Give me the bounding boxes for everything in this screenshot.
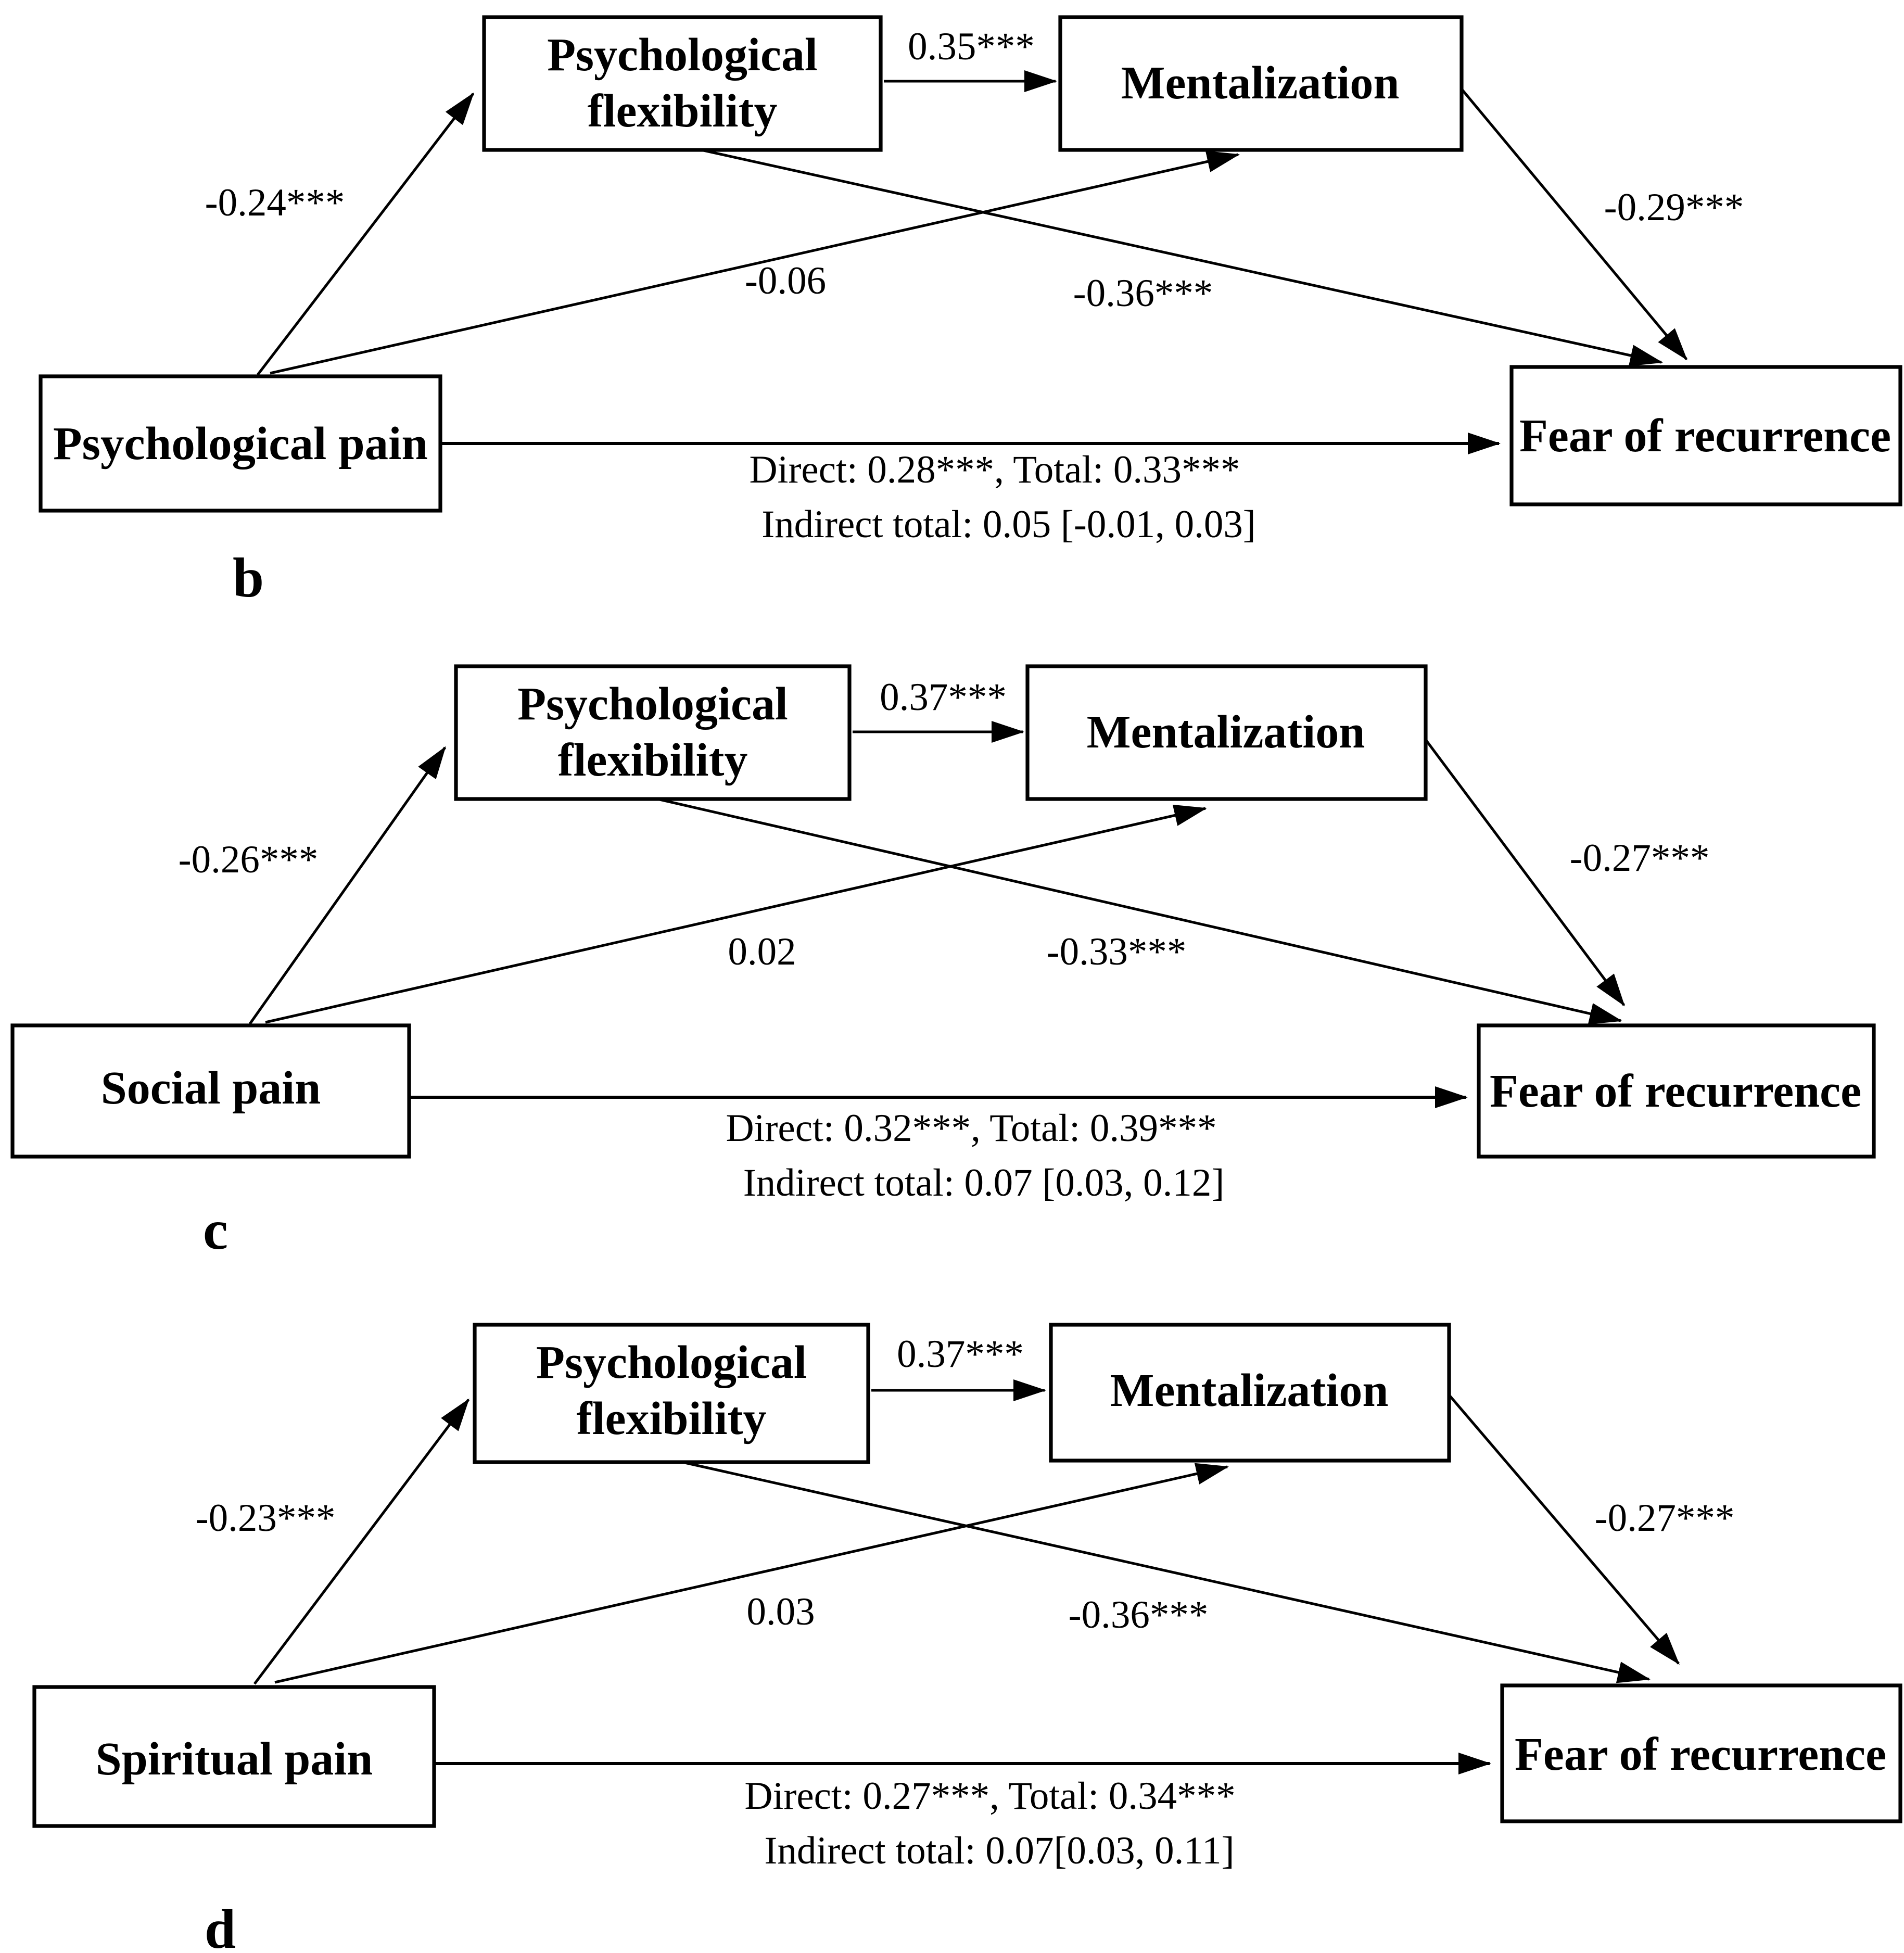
arrow-predictor-to-mediator1: [253, 1398, 470, 1685]
arrow-predictor-to-mediator2: [270, 150, 1240, 375]
coef-mediator1-to-mediator2: 0.37***: [880, 676, 1007, 719]
predictor-label: Psychological pain: [53, 418, 428, 470]
coef-predictor-to-mediator1: -0.24***: [205, 181, 345, 224]
mediator1-label-line2: flexibility: [588, 85, 778, 137]
panel-letter: b: [233, 547, 264, 609]
indirect-total-text: Indirect total: 0.05 [-0.01, 0.03]: [761, 503, 1256, 546]
coef-predictor-to-mediator2: -0.06: [745, 259, 826, 302]
indirect-total-text: Indirect total: 0.07[0.03, 0.11]: [764, 1829, 1234, 1872]
coef-predictor-to-mediator2: 0.03: [746, 1590, 815, 1633]
arrow-mediator1-to-outcome: [682, 1461, 1651, 1683]
arrow-predictor-to-mediator2: [274, 1463, 1229, 1684]
panel-b: Psychological flexibility Mentalization …: [39, 15, 1902, 609]
panel-c: Psychological flexibility Mentalization …: [10, 664, 1876, 1261]
arrow-predictor-to-mediator1: [248, 746, 447, 1025]
arrow-predictor-to-mediator2: [265, 804, 1207, 1024]
direct-total-text: Direct: 0.28***, Total: 0.33***: [749, 448, 1240, 491]
coef-mediator2-to-outcome: -0.27***: [1595, 1497, 1735, 1540]
outcome-label: Fear of recurrence: [1490, 1066, 1861, 1117]
mediator1-box: [473, 1323, 870, 1464]
mediator1-label-line2: flexibility: [577, 1393, 767, 1444]
coef-predictor-to-mediator2: 0.02: [728, 930, 796, 973]
coef-mediator1-to-outcome: -0.36***: [1073, 272, 1213, 315]
direct-total-text: Direct: 0.32***, Total: 0.39***: [726, 1107, 1216, 1150]
mediator2-box: [1058, 15, 1464, 152]
predictor-box: [39, 374, 442, 513]
mediator2-label: Mentalization: [1121, 57, 1400, 109]
arrow-mediator2-to-outcome: [1448, 1394, 1680, 1665]
coef-mediator1-to-outcome: -0.33***: [1047, 930, 1187, 973]
mediator1-label-line2: flexibility: [558, 734, 748, 786]
arrow-mediator2-to-outcome: [1461, 88, 1687, 361]
mediator1-label-line1: Psychological: [517, 678, 788, 730]
mediator1-label-line1: Psychological: [547, 29, 818, 81]
coef-mediator1-to-mediator2: 0.37***: [897, 1333, 1024, 1376]
panel-letter: c: [203, 1199, 228, 1261]
arrow-mediator2-to-outcome: [1424, 739, 1626, 1007]
coef-mediator2-to-outcome: -0.27***: [1570, 836, 1710, 880]
mediator1-box: [454, 664, 852, 801]
predictor-label: Spiritual pain: [96, 1733, 373, 1785]
predictor-label: Social pain: [101, 1062, 321, 1114]
predictor-box: [32, 1685, 436, 1828]
outcome-label: Fear of recurrence: [1515, 1729, 1886, 1780]
mediator1-box: [482, 15, 883, 152]
coef-mediator1-to-mediator2: 0.35***: [908, 25, 1035, 68]
indirect-total-text: Indirect total: 0.07 [0.03, 0.12]: [743, 1161, 1225, 1204]
predictor-box: [10, 1023, 411, 1159]
mediator2-label: Mentalization: [1087, 706, 1365, 758]
outcome-box: [1500, 1683, 1902, 1823]
arrow-mediator1-to-outcome: [701, 148, 1663, 366]
outcome-box: [1509, 365, 1902, 506]
mediator1-label-line1: Psychological: [536, 1337, 807, 1388]
arrow-predictor-to-mediator1: [256, 92, 475, 376]
mediator2-box: [1025, 664, 1428, 801]
coef-predictor-to-mediator1: -0.23***: [196, 1497, 336, 1540]
mediator2-box: [1049, 1323, 1451, 1463]
panel-letter: d: [205, 1898, 236, 1953]
coef-mediator2-to-outcome: -0.29***: [1604, 186, 1744, 229]
coef-mediator1-to-outcome: -0.36***: [1069, 1593, 1209, 1637]
arrow-mediator1-to-outcome: [657, 797, 1622, 1025]
panel-d: Psychological flexibility Mentalization …: [32, 1323, 1902, 1953]
coef-predictor-to-mediator1: -0.26***: [179, 838, 319, 881]
outcome-label: Fear of recurrence: [1519, 410, 1891, 462]
mediator2-label: Mentalization: [1110, 1365, 1389, 1416]
direct-total-text: Direct: 0.27***, Total: 0.34***: [744, 1774, 1235, 1818]
outcome-box: [1477, 1023, 1876, 1159]
